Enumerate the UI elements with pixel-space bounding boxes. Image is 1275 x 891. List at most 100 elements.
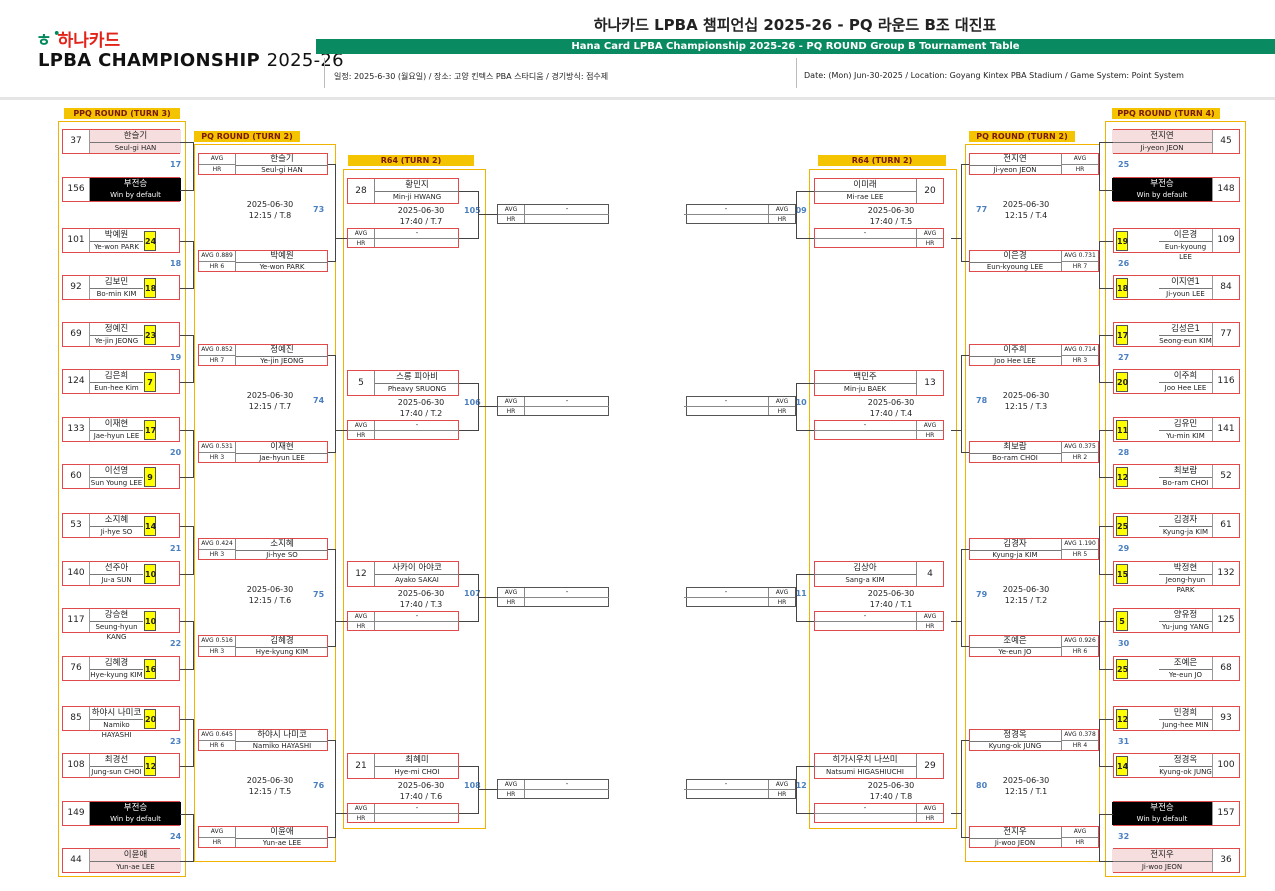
qualifier-name: - — [814, 804, 916, 814]
player-name-en: Pheavy SRUONG — [387, 385, 447, 393]
bracket-line — [961, 452, 969, 453]
player-name-en: Ye-won PARK — [94, 243, 139, 251]
header-divider — [324, 58, 325, 88]
ppq-match-number: 29 — [1118, 544, 1130, 553]
qualifier-name: - — [814, 421, 916, 431]
logo-en-text: LPBA CHAMPIONSHIP — [38, 50, 260, 71]
player-score: 10 — [144, 611, 156, 631]
ppq-match-number: 32 — [1118, 831, 1130, 841]
player-name-kr: 이윤애 — [236, 827, 328, 839]
player-seed: 44 — [63, 849, 90, 872]
player-avg: AVG 0.424 — [199, 539, 235, 550]
player-name-kr: 김경자 — [1159, 514, 1212, 527]
player-name-en: Win by default — [1136, 815, 1188, 823]
player-name-en: Namiko HAYASHI — [252, 742, 312, 750]
match-time: 17:40 / T.7 — [399, 217, 443, 226]
player-name-en: Joo Hee LEE — [1164, 384, 1207, 392]
bracket-line — [1099, 477, 1113, 478]
round-label-ppq3: PPQ ROUND (TURN 3) — [64, 108, 180, 119]
player-score: 12 — [1116, 709, 1128, 729]
player-name-kr: 김보민 — [90, 276, 143, 289]
player-name-kr: 김유민 — [1159, 418, 1212, 431]
bracket-line — [180, 621, 194, 622]
player-score: 24 — [144, 231, 156, 251]
